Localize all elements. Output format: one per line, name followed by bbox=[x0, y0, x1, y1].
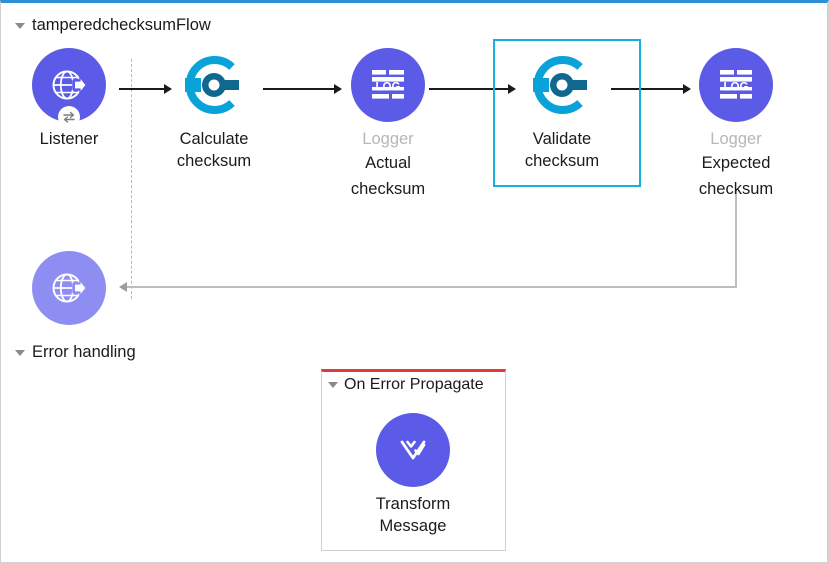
validate-checksum-icon-wrap[interactable] bbox=[525, 48, 599, 122]
dataweave-transform-icon bbox=[400, 440, 426, 460]
listener-response-icon-circle[interactable] bbox=[32, 251, 106, 325]
logger-icon-circle[interactable]: LOG bbox=[699, 48, 773, 122]
on-error-propagate-title[interactable]: On Error Propagate bbox=[328, 376, 484, 394]
node-sublabel-logger-expected: Expected checksum bbox=[698, 154, 774, 198]
calculate-checksum-icon-wrap[interactable] bbox=[177, 48, 251, 122]
collapse-triangle-icon[interactable] bbox=[328, 382, 338, 388]
connector-validate-to-logger2 bbox=[611, 88, 684, 90]
http-listener-globe-icon bbox=[52, 70, 89, 100]
crypto-checksum-icon bbox=[185, 56, 239, 114]
return-path-horizontal bbox=[127, 286, 737, 288]
node-label-logger-actual: Logger bbox=[362, 130, 414, 148]
flow-header[interactable]: tamperedchecksumFlow bbox=[15, 16, 211, 35]
error-handling-header[interactable]: Error handling bbox=[15, 343, 136, 362]
flow-node-logger-expected[interactable]: LOG Logger Expected checksum bbox=[661, 48, 811, 202]
collapse-triangle-icon[interactable] bbox=[15, 22, 25, 29]
connector-logger-to-validate bbox=[429, 88, 509, 90]
selected-node-outline[interactable] bbox=[493, 39, 641, 187]
collapse-triangle-icon[interactable] bbox=[15, 349, 25, 356]
log-icon: LOG bbox=[372, 70, 404, 99]
exchange-arrows-icon bbox=[63, 111, 75, 123]
return-path-vertical bbox=[735, 189, 737, 287]
svg-text:LOG: LOG bbox=[724, 82, 749, 94]
error-handling-header-label: Error handling bbox=[32, 343, 136, 361]
svg-text:LOG: LOG bbox=[376, 82, 401, 94]
flow-node-calculate-checksum[interactable]: Calculate checksum bbox=[139, 48, 289, 172]
on-error-propagate-label: On Error Propagate bbox=[344, 376, 484, 393]
connector-calculate-to-logger bbox=[263, 88, 335, 90]
log-icon: LOG bbox=[720, 70, 752, 99]
flow-node-listener[interactable]: Listener bbox=[1, 48, 144, 150]
arrowhead-icon bbox=[334, 84, 342, 94]
flow-header-label: tamperedchecksumFlow bbox=[32, 16, 211, 34]
transform-message-icon-circle[interactable] bbox=[376, 413, 450, 487]
node-label-calculate-checksum: Calculate checksum bbox=[176, 130, 252, 170]
flow-node-logger-actual[interactable]: LOG Logger Actual checksum bbox=[313, 48, 463, 202]
flow-node-transform-message[interactable]: Transform Message bbox=[338, 413, 488, 537]
node-label-validate-checksum: Validate checksum bbox=[524, 130, 600, 170]
node-label-listener: Listener bbox=[39, 130, 99, 148]
crypto-checksum-icon bbox=[533, 56, 587, 114]
arrowhead-icon bbox=[508, 84, 516, 94]
flow-node-validate-checksum[interactable]: Validate checksum bbox=[487, 48, 637, 172]
node-label-logger-expected: Logger bbox=[710, 130, 762, 148]
arrowhead-icon bbox=[119, 282, 127, 292]
node-label-transform-message: Transform Message bbox=[375, 495, 451, 535]
listener-exchange-badge bbox=[58, 106, 80, 128]
arrowhead-icon bbox=[164, 84, 172, 94]
logger-icon-circle[interactable]: LOG bbox=[351, 48, 425, 122]
source-separator-dashed-line bbox=[131, 59, 132, 299]
node-sublabel-logger-actual: Actual checksum bbox=[350, 154, 426, 198]
listener-icon-circle[interactable] bbox=[32, 48, 106, 128]
arrowhead-icon bbox=[683, 84, 691, 94]
http-listener-globe-icon bbox=[52, 273, 89, 303]
flow-node-listener-response[interactable] bbox=[1, 251, 144, 331]
connector-listener-to-calculate bbox=[119, 88, 165, 90]
